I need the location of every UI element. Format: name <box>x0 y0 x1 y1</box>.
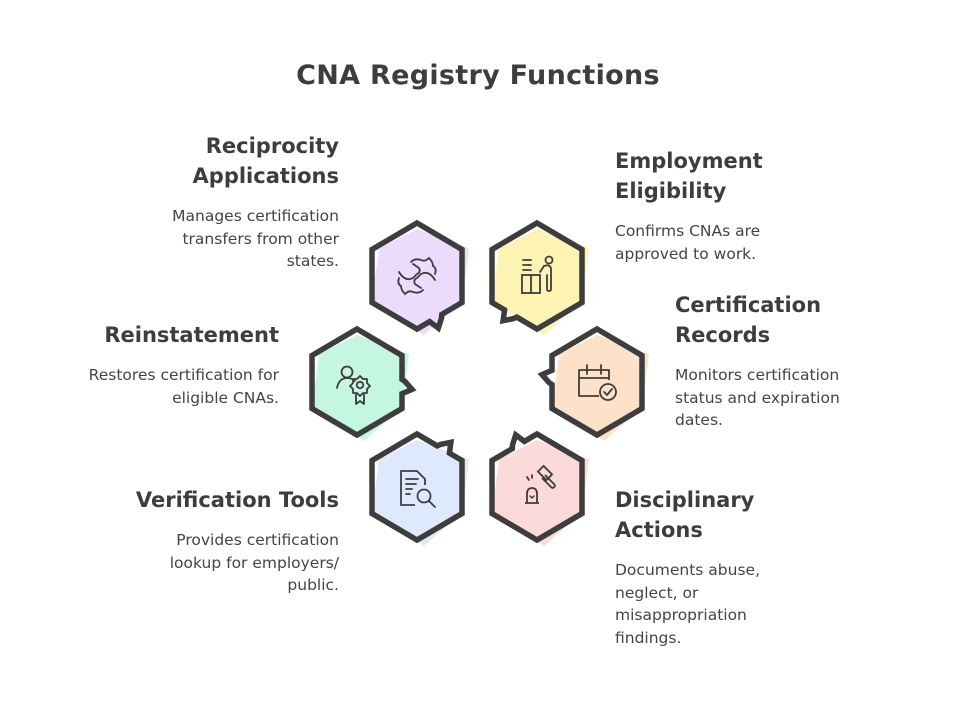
label-title: Verification Tools <box>135 488 339 512</box>
hexagon-disciplinary <box>489 430 589 546</box>
label-reciprocity: Reciprocity Applications Manages certifi… <box>172 131 339 273</box>
hexagon-reciprocity <box>369 219 469 335</box>
hexagon-fill <box>492 440 589 546</box>
label-employment: Employment Eligibility Confirms CNAs are… <box>615 146 763 265</box>
label-description: Restores certification for eligible CNAs… <box>88 366 279 407</box>
worker-at-desk-icon <box>521 255 554 294</box>
label-description: Provides certification lookup for employ… <box>169 531 339 594</box>
gavel-alarm-icon <box>525 464 556 504</box>
hexagon-outline <box>489 430 585 544</box>
label-title: Employment Eligibility <box>615 149 763 203</box>
label-title: Disciplinary Actions <box>615 488 755 542</box>
label-verification: Verification Tools Provides certificatio… <box>136 485 339 597</box>
hexagon-verification <box>369 430 469 546</box>
label-description: Documents abuse, neglect, or misappropri… <box>615 561 761 647</box>
label-title: Certification Records <box>675 293 822 347</box>
hexagon-outline <box>489 219 585 333</box>
label-title: Reciprocity Applications <box>192 134 339 188</box>
hexagon-outline <box>537 325 645 439</box>
hexagon-certification <box>537 325 649 441</box>
hexagon-employment <box>489 219 589 335</box>
handshake-icon <box>397 256 437 296</box>
label-certification: Certification Records Monitors certifica… <box>675 290 840 432</box>
hexagon-outline <box>369 219 465 333</box>
person-award-icon <box>336 365 371 405</box>
hexagon-fill <box>372 440 469 546</box>
label-description: Confirms CNAs are approved to work. <box>615 222 761 263</box>
diagram-title: CNA Registry Functions <box>296 60 660 91</box>
document-search-icon <box>400 470 436 508</box>
hexagon-reinstatement <box>309 325 417 441</box>
label-description: Monitors certification status and expira… <box>675 366 840 429</box>
hexagon-outline <box>309 325 417 439</box>
calendar-check-icon <box>578 364 617 401</box>
hexagon-fill <box>372 229 469 335</box>
label-title: Reinstatement <box>104 323 279 347</box>
label-reinstatement: Reinstatement Restores certification for… <box>89 320 279 409</box>
label-description: Manages certification transfers from oth… <box>172 207 339 270</box>
label-disciplinary: Disciplinary Actions Documents abuse, ne… <box>615 485 760 649</box>
hexagon-outline <box>369 430 465 544</box>
